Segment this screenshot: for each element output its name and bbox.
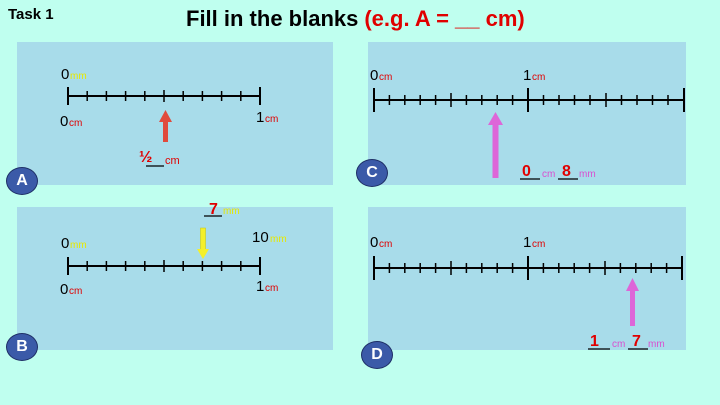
ruler-b	[67, 257, 261, 275]
arrow-a	[159, 110, 172, 142]
c-one-cm: 1	[523, 67, 531, 84]
c-one-cm-unit: cm	[532, 72, 545, 83]
b-zero-mm-unit: mm	[70, 240, 87, 251]
b-answer: 7	[209, 201, 218, 218]
arrow-b	[197, 227, 209, 259]
b-one-cm-unit: cm	[265, 283, 278, 294]
panel-a	[17, 42, 333, 185]
b-ten-mm-unit: mm	[270, 234, 287, 245]
task-label: Task 1	[8, 6, 54, 23]
ruler-d	[373, 256, 683, 280]
b-zero-cm-unit: cm	[69, 286, 82, 297]
ruler-a	[67, 87, 261, 105]
a-one-cm: 1	[256, 109, 264, 126]
c-zero-cm: 0	[370, 67, 378, 84]
arrow-d	[626, 278, 639, 326]
d-zero-cm: 0	[370, 234, 378, 251]
c-zero-cm-unit: cm	[379, 72, 392, 83]
d-answer-mm-unit: mm	[648, 339, 665, 350]
badge-d: D	[361, 341, 393, 369]
d-answer-cm: 1	[590, 333, 599, 350]
d-one-cm: 1	[523, 234, 531, 251]
ruler-c	[373, 88, 685, 112]
a-answer-unit: cm	[165, 155, 180, 167]
b-zero-cm: 0	[60, 281, 68, 298]
b-ten-mm: 10	[252, 229, 269, 246]
panel-b	[17, 207, 333, 350]
badge-a: A	[6, 167, 38, 195]
d-zero-cm-unit: cm	[379, 239, 392, 250]
a-answer: ½	[139, 149, 152, 166]
d-answer-mm: 7	[632, 333, 641, 350]
a-one-cm-unit: cm	[265, 114, 278, 125]
a-zero-mm: 0	[61, 66, 69, 83]
a-zero-cm-unit: cm	[69, 118, 82, 129]
c-answer-cm: 0	[522, 163, 531, 180]
b-answer-unit: mm	[223, 206, 240, 217]
page-title: Fill in the blanks(e.g. A = __ cm)	[186, 6, 525, 32]
b-zero-mm: 0	[61, 235, 69, 252]
title-example: (e.g. A = __ cm)	[364, 6, 525, 31]
a-zero-cm: 0	[60, 113, 68, 130]
d-answer-cm-unit: cm	[612, 339, 625, 350]
badge-c: C	[356, 159, 388, 187]
c-answer-mm-unit: mm	[579, 169, 596, 180]
c-answer-mm: 8	[562, 163, 571, 180]
c-answer-cm-unit: cm	[542, 169, 555, 180]
panel-c	[368, 42, 686, 185]
title-text: Fill in the blanks	[186, 6, 359, 31]
d-one-cm-unit: cm	[532, 239, 545, 250]
arrow-c	[488, 112, 503, 178]
a-zero-mm-unit: mm	[70, 71, 87, 82]
b-one-cm: 1	[256, 278, 264, 295]
badge-b: B	[6, 333, 38, 361]
